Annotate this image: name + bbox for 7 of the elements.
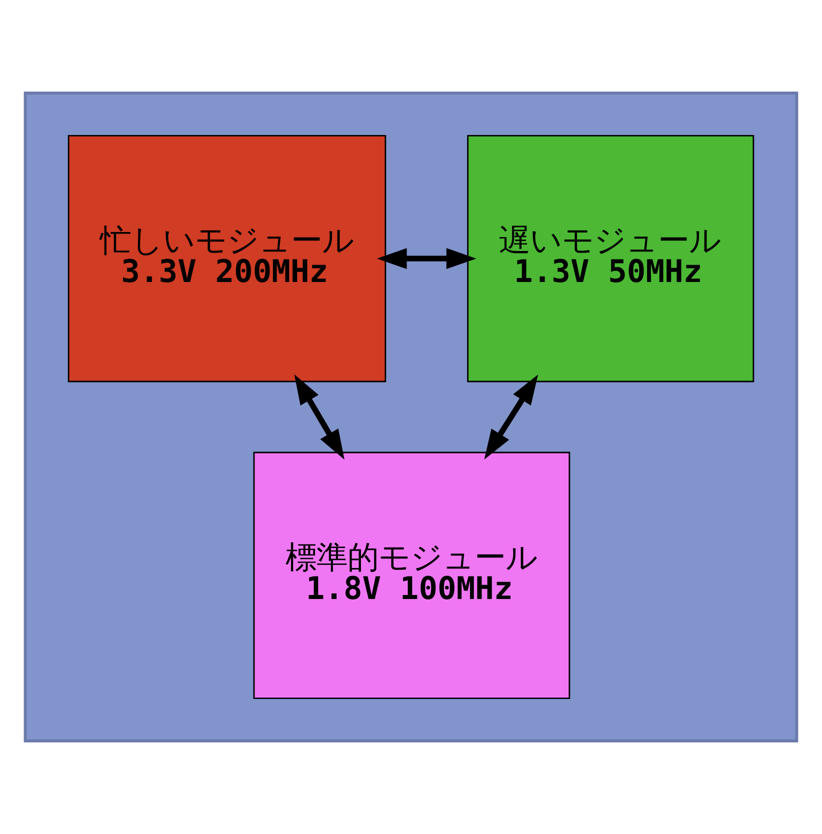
node-box: 遅いモジュール 1.3V 50MHz: [467, 134, 754, 382]
node-box: 標準的モジュール 1.8V 100MHz: [253, 452, 570, 700]
node-box: 忙しいモジュール 3.3V 200MHz: [68, 134, 386, 382]
cluster: [24, 92, 798, 742]
arrow: [484, 374, 538, 460]
arrow: [376, 248, 476, 270]
arrow: [294, 374, 344, 460]
